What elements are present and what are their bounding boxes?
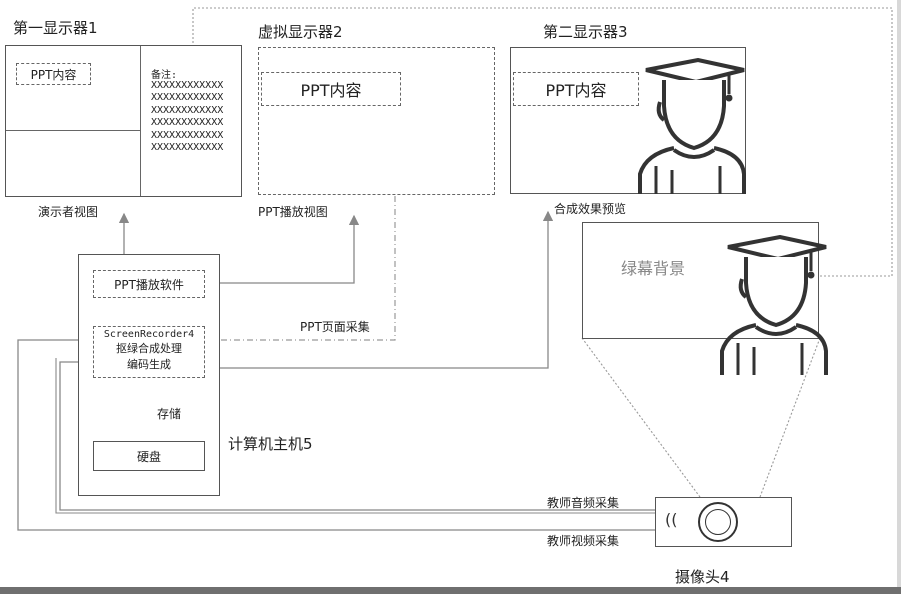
monitor3-caption: 合成效果预览 [554,202,627,216]
monitor2-frame: PPT内容 [258,47,495,195]
bottom-divider [0,587,901,594]
monitor1-frame: PPT内容 备注: XXXXXXXXXXXX XXXXXXXXXXXX XXXX… [5,45,242,197]
notes-line: XXXXXXXXXXXX [151,92,224,104]
monitor3-title: 第二显示器3 [543,23,628,41]
monitor2-title: 虚拟显示器2 [258,23,343,41]
computer-host-frame: PPT播放软件 ScreenRecorder4 抠绿合成处理 编码生成 存储 硬… [78,254,220,496]
arrow-feedback-dotted [188,7,893,277]
monitor2-caption: PPT播放视图 [258,205,328,219]
camera-body: (( [655,497,792,547]
greenscreen-frame: 绿幕背景 [582,222,828,375]
arrow-software-to-monitor2 [205,214,360,284]
video-capture-label: 教师视频采集 [547,534,620,548]
recorder-line2: 抠绿合成处理 [116,342,182,355]
greenscreen-label: 绿幕背景 [621,259,686,278]
arrow-page-capture [206,196,396,345]
arrow-recorder-to-monitor3 [205,210,554,369]
notes-line: XXXXXXXXXXXX [151,104,224,116]
monitor1-caption: 演示者视图 [38,205,99,219]
screen-recorder-box: ScreenRecorder4 抠绿合成处理 编码生成 [93,326,205,378]
monitor3-ppt-content: PPT内容 [513,72,639,106]
recorder-name: ScreenRecorder4 [103,329,195,340]
monitor1-notes: XXXXXXXXXXXX XXXXXXXXXXXX XXXXXXXXXXXX X… [151,80,223,154]
hard-disk: 硬盘 [93,441,205,471]
page-capture-label: PPT页面采集 [300,320,370,334]
notes-line: XXXXXXXXXXXX [151,80,224,91]
camera-caption: 摄像头4 [675,568,730,586]
notes-line: XXXXXXXXXXXX [151,142,224,154]
arrow-audio-capture [59,356,655,511]
scrollbar-track [897,0,901,594]
notes-line: XXXXXXXXXXXX [151,117,224,129]
teacher-figure-icon [638,58,746,194]
monitor1-title: 第一显示器1 [13,19,98,37]
monitor2-ppt-content: PPT内容 [261,72,401,106]
camera-lens-icon [698,502,738,542]
host-caption: 计算机主机5 [228,435,313,453]
monitor3-frame: PPT内容 [510,47,746,194]
store-label: 存储 [157,407,182,421]
monitor1-ppt-content: PPT内容 [16,63,91,85]
arrow-video-capture [17,334,655,531]
microphone-icon: (( [665,510,678,529]
audio-capture-label: 教师音频采集 [547,496,620,510]
monitor1-notes-label: 备注: [151,70,178,81]
ppt-software: PPT播放软件 [93,270,205,298]
notes-line: XXXXXXXXXXXX [151,129,224,141]
recorder-line3: 编码生成 [127,358,171,371]
teacher-figure-icon [720,235,828,375]
